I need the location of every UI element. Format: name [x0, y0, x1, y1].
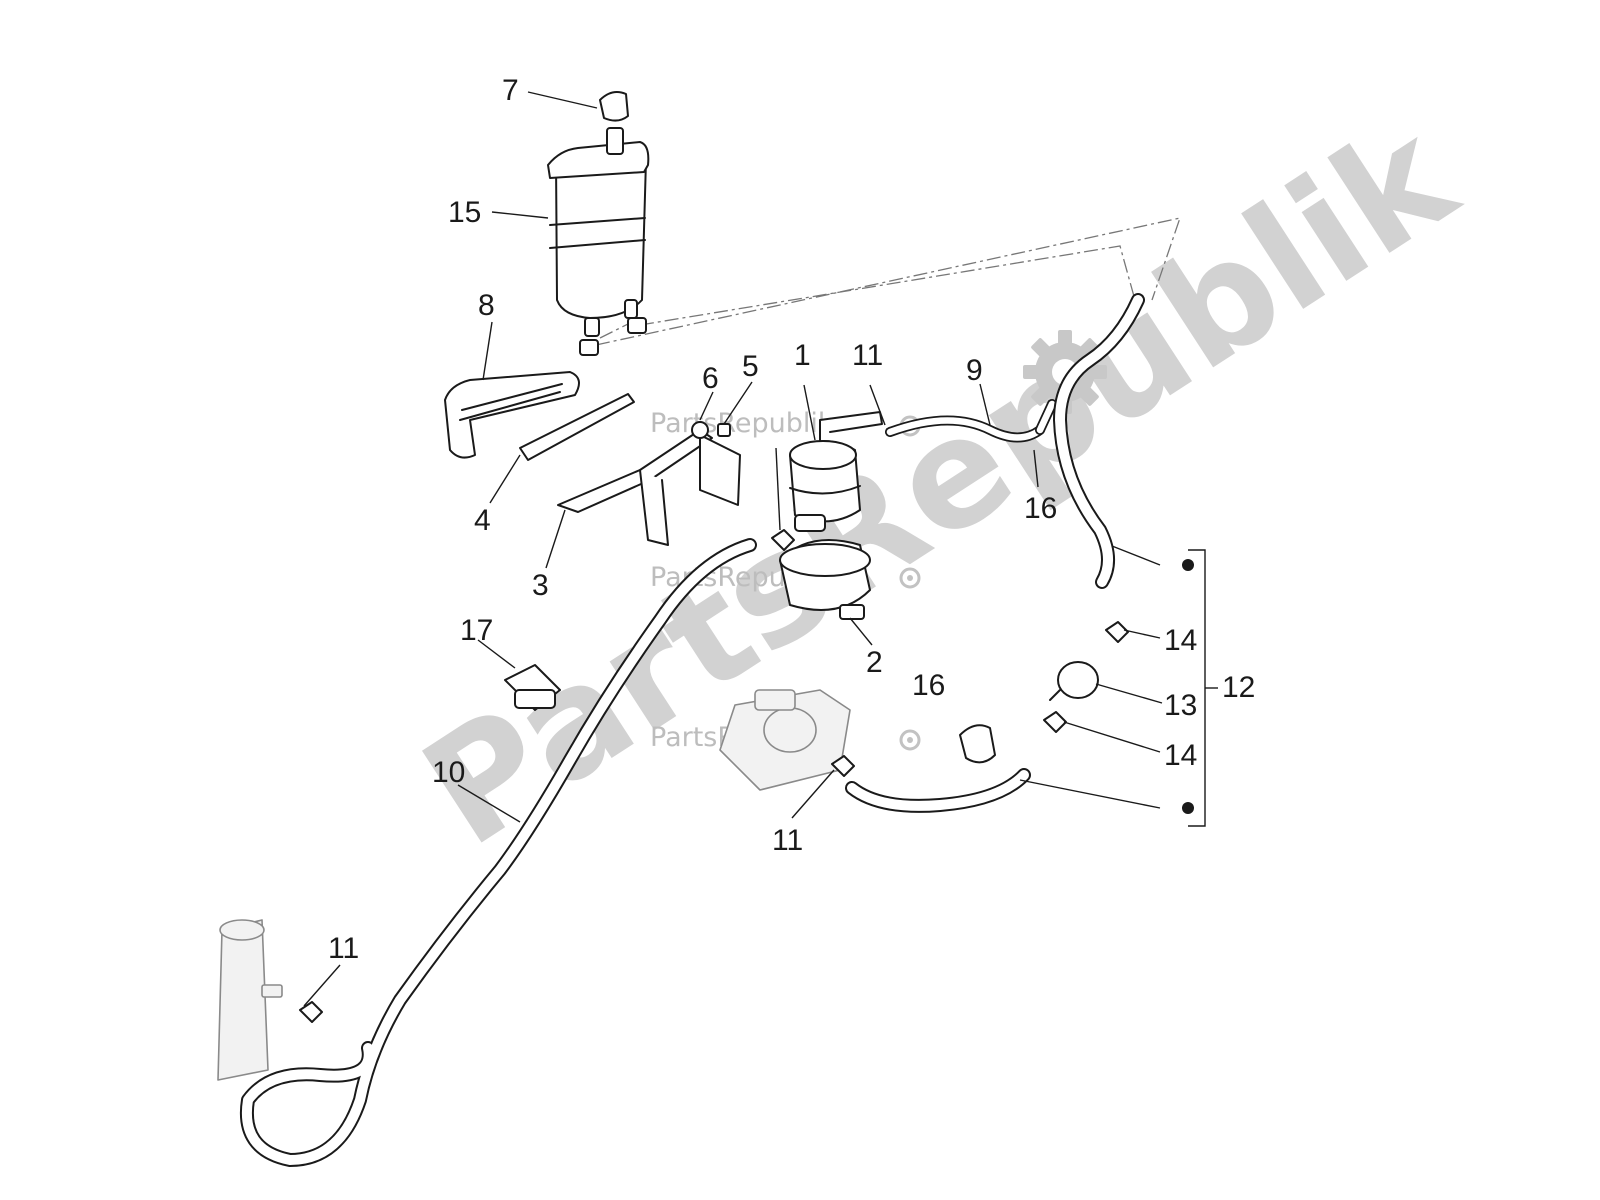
filler-neck: [217, 919, 283, 1081]
watermark-small-1: PartsRepublik: [650, 408, 834, 439]
bracket-line-12: [1182, 549, 1218, 827]
callout-14-upper: 14: [1164, 624, 1197, 657]
clip-part-11-throttle: [831, 755, 855, 777]
watermark-small-gear-icon-3: [899, 729, 921, 751]
small-caps: [579, 317, 647, 356]
hose-part-12-lower: [845, 768, 1031, 813]
cap-part-7: [599, 91, 629, 122]
callout-16-top: 16: [1024, 492, 1057, 525]
callout-7: 7: [502, 74, 519, 107]
clip-part-14-lower: [1043, 711, 1067, 733]
hose-part-10: [239, 538, 757, 1167]
callout-11-bottom: 11: [772, 824, 803, 857]
strap-part-8: [444, 371, 580, 459]
callout-13: 13: [1164, 689, 1197, 722]
band-part-4: [519, 393, 635, 461]
clip-part-11-valve: [771, 529, 795, 551]
clip-part-6: [691, 421, 709, 439]
callout-12: 12: [1222, 671, 1255, 704]
callout-15: 15: [448, 196, 481, 229]
callout-10: 10: [432, 756, 465, 789]
hose-part-9: [885, 399, 1057, 443]
check-valve-part-13: [1049, 661, 1099, 701]
callout-16-mid: 16: [912, 669, 945, 702]
callout-8: 8: [478, 289, 495, 322]
watermark-small-gear-icon-2: [899, 567, 921, 589]
grommet-part-16: [959, 724, 996, 764]
callout-17: 17: [460, 614, 493, 647]
sensor-part-17: [504, 664, 561, 711]
valve-part-1: [789, 411, 883, 532]
callouts: 7 15 8 6 5 1 11 9 16 4 3 2 17 16 14 13 1…: [328, 74, 1255, 965]
canister-part-15: [547, 127, 650, 337]
clamp-part-2: [779, 539, 871, 620]
callout-6: 6: [702, 362, 719, 395]
callout-11-top: 11: [852, 339, 883, 372]
clip-part-14-upper: [1105, 621, 1129, 643]
watermark-gear-icon: [1023, 330, 1107, 414]
callout-2: 2: [866, 646, 883, 679]
callout-11-left: 11: [328, 932, 359, 965]
nut-part-5: [717, 423, 731, 437]
clip-part-11-filler: [299, 1001, 323, 1023]
callout-14-lower: 14: [1164, 739, 1197, 772]
callout-1: 1: [794, 339, 811, 372]
callout-5: 5: [742, 350, 759, 383]
leader-lines: [303, 91, 1163, 1007]
callout-9: 9: [966, 354, 983, 387]
callout-4: 4: [474, 504, 491, 537]
hose-part-12-upper: [1053, 293, 1145, 589]
callout-3: 3: [532, 569, 549, 602]
bracket-part-3: [557, 429, 741, 546]
